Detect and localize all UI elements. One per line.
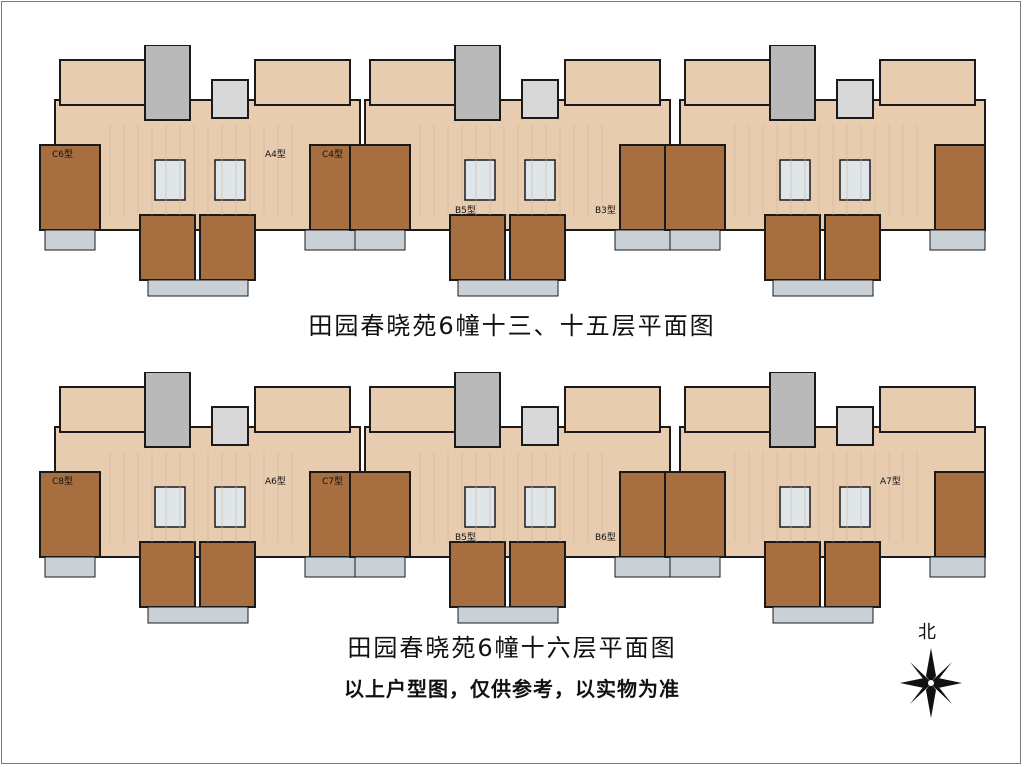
bathroom [779,159,811,201]
floor-plan-bottom-drawing: C8型 A6型 C7型 B5型 B6型 A7型 [39,371,986,624]
bedroom [664,144,726,231]
bedroom [449,214,506,281]
top-wing-left [369,59,466,106]
elevator-core [836,79,874,119]
disclaimer-text: 以上户型图，仅供参考，以实物为准 [344,677,680,701]
top-wing-right [254,386,351,433]
bedroom [199,214,256,281]
unit-type-label: A4型 [265,149,286,160]
unit-type-label: C7型 [322,476,343,487]
floor-plan-top: C6型 A4型 C4型 B5型 B3型 [0,44,1024,304]
bathroom [214,486,246,528]
unit-type-label: C6型 [52,149,73,160]
bedroom [664,471,726,558]
balcony [304,556,361,578]
balcony [147,279,249,297]
bedroom [449,541,506,608]
balcony [44,556,96,578]
floor-plan-bottom-title: 田园春晓苑6幢十六层平面图 [347,634,677,662]
bedroom [824,541,881,608]
stair-core [769,371,816,448]
stair-core [454,371,501,448]
balcony [147,606,249,624]
bedroom [934,471,986,558]
elevator-core [211,406,249,446]
balcony [354,229,406,251]
top-wing-right [879,386,976,433]
bedroom [619,144,671,231]
bedroom [139,541,196,608]
bedroom [199,541,256,608]
top-wing-right [879,59,976,106]
top-wing-left [684,59,781,106]
bathroom [464,486,496,528]
floor-plan-top-drawing: C6型 A4型 C4型 B5型 B3型 [39,44,986,297]
stair-core [454,44,501,121]
north-label: 北 [918,622,936,643]
balcony [304,229,361,251]
balcony [669,556,721,578]
bedroom [824,214,881,281]
bathroom [464,159,496,201]
bedroom [349,471,411,558]
unit-type-label: B5型 [455,532,476,543]
bathroom [779,486,811,528]
bedroom [509,214,566,281]
balcony [929,229,986,251]
unit-type-label: C4型 [322,149,343,160]
bedroom [139,214,196,281]
bedroom [934,144,986,231]
balcony [929,556,986,578]
balcony [772,606,874,624]
unit-type-label: B5型 [455,205,476,216]
top-wing-right [564,59,661,106]
bathroom [214,159,246,201]
balcony [669,229,721,251]
bathroom [524,159,556,201]
balcony [457,279,559,297]
balcony [614,229,671,251]
elevator-core [521,406,559,446]
unit-type-label: C8型 [52,476,73,487]
top-wing-left [684,386,781,433]
unit-type-label: B3型 [595,205,616,216]
bathroom [154,159,186,201]
elevator-core [211,79,249,119]
top-wing-right [564,386,661,433]
balcony [457,606,559,624]
unit-type-label: A6型 [265,476,286,487]
bathroom [154,486,186,528]
unit-type-label: A7型 [880,476,901,487]
unit-type-label: B6型 [595,532,616,543]
bedroom [509,541,566,608]
balcony [44,229,96,251]
floor-plan-bottom: C8型 A6型 C7型 B5型 B6型 A7型 [0,371,1024,631]
bedroom [619,471,671,558]
balcony [614,556,671,578]
bedroom [764,541,821,608]
top-wing-right [254,59,351,106]
stair-core [144,44,191,121]
balcony [772,279,874,297]
floor-plan-top-title: 田园春晓苑6幢十三、十五层平面图 [308,312,716,340]
bathroom [524,486,556,528]
stair-core [769,44,816,121]
elevator-core [836,406,874,446]
bedroom [349,144,411,231]
top-wing-left [369,386,466,433]
top-wing-left [59,59,156,106]
stair-core [144,371,191,448]
bedroom [764,214,821,281]
top-wing-left [59,386,156,433]
bathroom [839,486,871,528]
elevator-core [521,79,559,119]
bathroom [839,159,871,201]
balcony [354,556,406,578]
bedroom [39,471,101,558]
compass-icon [900,648,962,718]
